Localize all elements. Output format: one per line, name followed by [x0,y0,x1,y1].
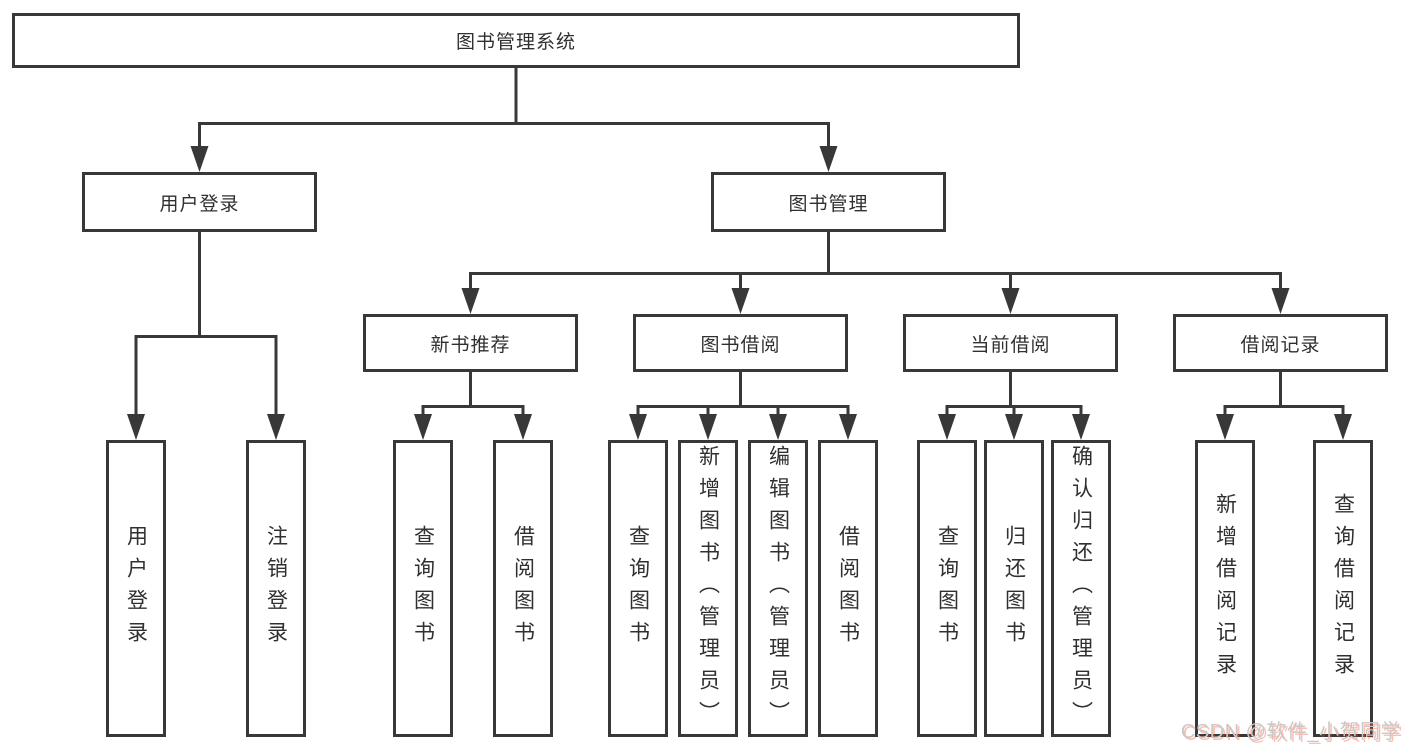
leaf-label: 查询图书 [935,524,959,653]
leaf-add-borrow-record: 新增借阅记录 [1195,440,1255,737]
leaf-add-books-admin: 新增图书（管理员） [678,440,738,737]
leaf-label: 借阅图书 [836,524,860,653]
node-current-borrowing: 当前借阅 [903,314,1118,372]
leaf-confirm-return-admin: 确认归还（管理员） [1051,440,1111,737]
node-book-management: 图书管理 [711,172,946,232]
leaf-label: 查询图书 [626,524,650,653]
leaf-label: 归还图书 [1002,524,1026,653]
csdn-watermark: CSDN @软件_小贺同学 [1180,721,1401,743]
leaf-label: 注销登录 [264,524,288,653]
node-book-borrowing: 图书借阅 [633,314,848,372]
leaf-user-login: 用户登录 [106,440,166,737]
leaf-label: 查询图书 [411,524,435,653]
leaf-label: 新增借阅记录 [1213,492,1237,685]
leaf-query-borrow-record: 查询借阅记录 [1313,440,1373,737]
node-user-login-group: 用户登录 [82,172,317,232]
leaf-label: 确认归还（管理员） [1069,444,1093,733]
node-library-management-system: 图书管理系统 [12,13,1020,68]
node-new-book-recommend: 新书推荐 [363,314,578,372]
leaf-query-books-recommend: 查询图书 [393,440,453,737]
leaf-label: 借阅图书 [511,524,535,653]
leaf-label: 查询借阅记录 [1331,492,1355,685]
leaf-return-books: 归还图书 [984,440,1044,737]
node-borrowing-records: 借阅记录 [1173,314,1388,372]
arrowheads [127,146,1352,440]
leaf-edit-books-admin: 编辑图书（管理员） [748,440,808,737]
leaf-query-books-borrowing: 查询图书 [608,440,668,737]
leaf-label: 用户登录 [124,524,148,653]
leaf-label: 编辑图书（管理员） [766,444,790,733]
leaf-logout: 注销登录 [246,440,306,737]
leaf-label: 新增图书（管理员） [696,444,720,733]
leaf-borrow-books-recommend: 借阅图书 [493,440,553,737]
leaf-borrow-books: 借阅图书 [818,440,878,737]
leaf-query-books-current: 查询图书 [917,440,977,737]
